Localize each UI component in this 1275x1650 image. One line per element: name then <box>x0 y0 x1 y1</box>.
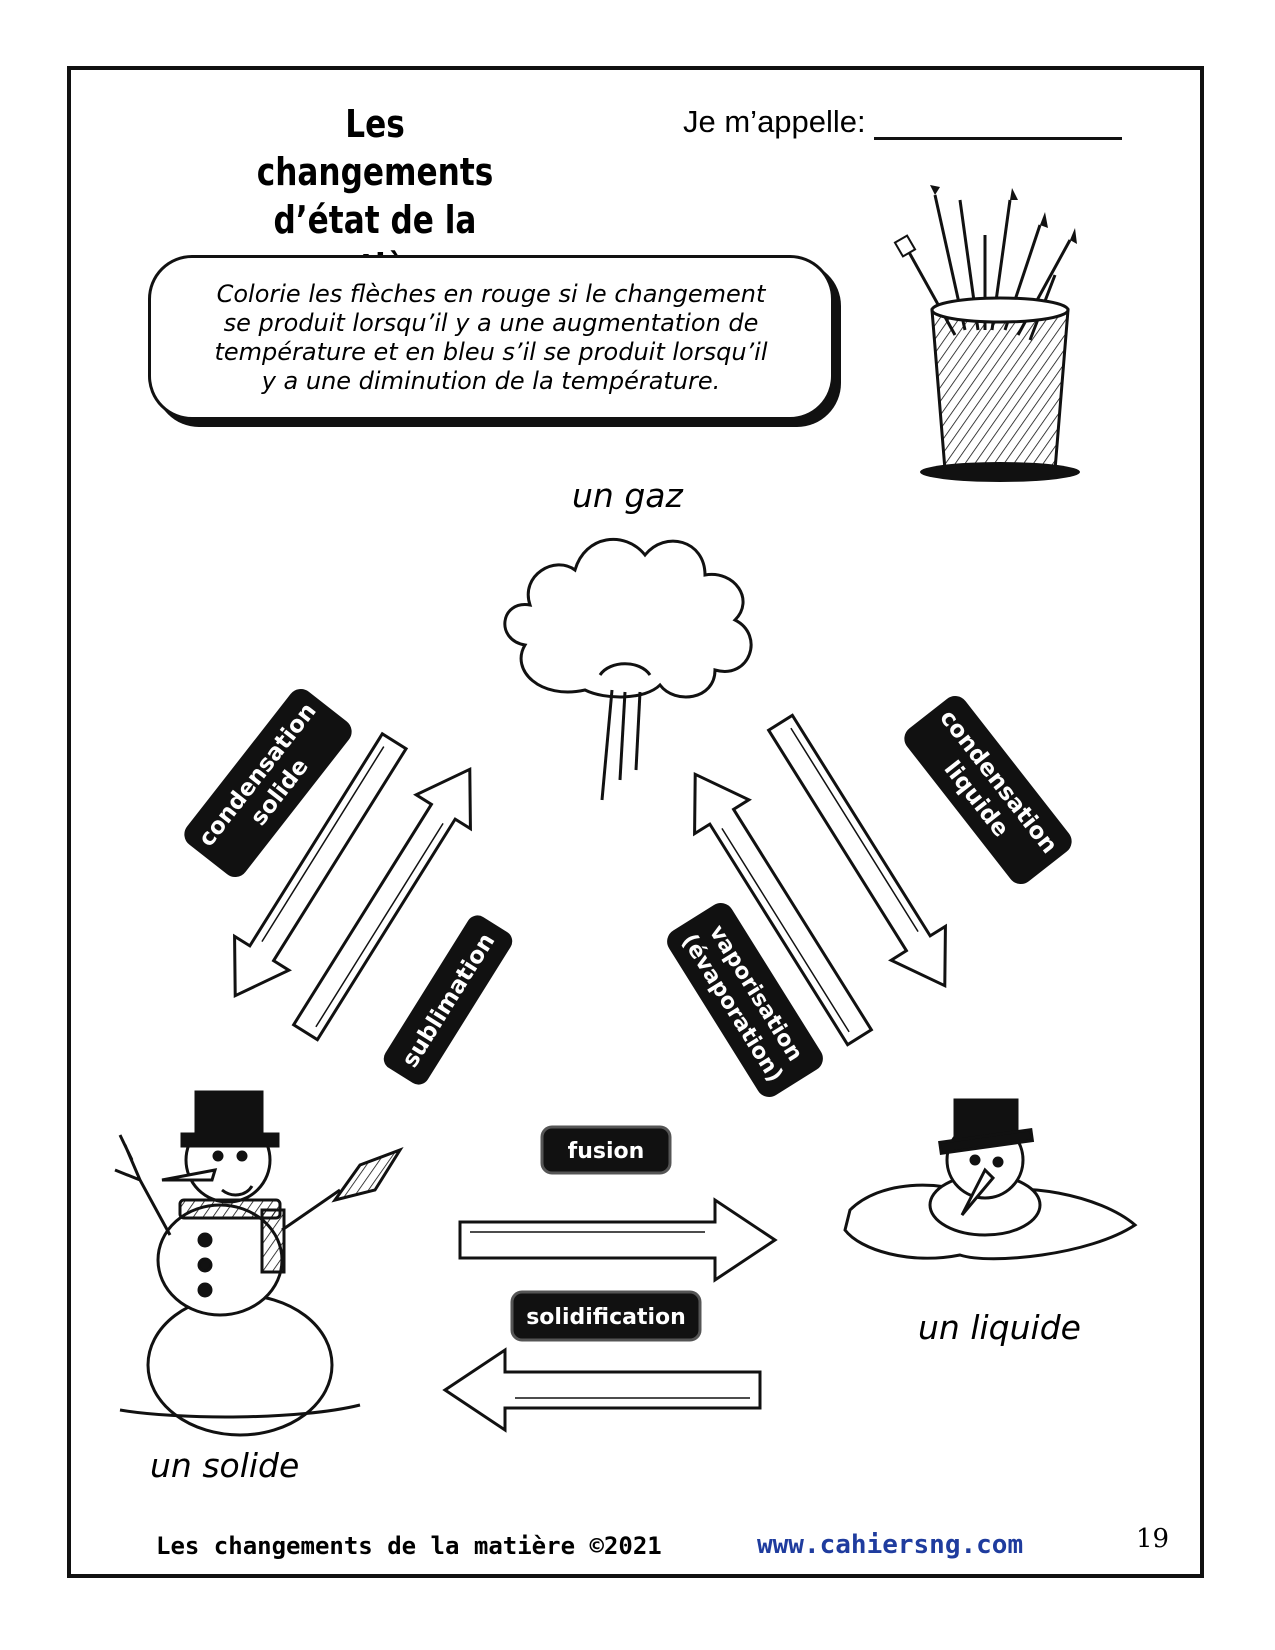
cloud-icon <box>503 538 753 801</box>
page-frame <box>67 66 1204 1578</box>
state-label-liquid: un liquide <box>918 1308 1081 1347</box>
tag-fusion-text: fusion <box>568 1139 645 1164</box>
tag-condensation-liquide: condensation liquide <box>902 694 1074 886</box>
name-field: Je m’appelle: <box>683 104 1122 140</box>
arrow-fusion <box>458 1197 778 1283</box>
page-number: 19 <box>1136 1524 1170 1554</box>
arrow-solidification <box>442 1347 762 1433</box>
tag-solidification-text: solidification <box>526 1305 686 1330</box>
melted-snowman-icon <box>843 1098 1138 1261</box>
footer-url-link[interactable]: www.cahiersng.com <box>757 1530 1024 1560</box>
state-label-solid: un solide <box>150 1446 300 1485</box>
arrow-condensation-liquide <box>766 713 947 989</box>
tag-solidification: solidification <box>510 1290 702 1342</box>
arrow-vaporisation <box>693 771 874 1047</box>
name-label: Je m’appelle: <box>683 104 866 139</box>
tag-sublimation: sublimation <box>381 913 515 1087</box>
pencil-cup-icon <box>893 185 1080 482</box>
name-blank-line[interactable] <box>873 107 1122 140</box>
footer-copyright: Les changements de la matière ©2021 <box>156 1532 662 1560</box>
arrow-condensation-solide <box>233 731 409 999</box>
tag-fusion: fusion <box>540 1125 672 1175</box>
instructions-line-3: température et en bleu s’il se produit l… <box>214 338 768 366</box>
instructions-line-1: Colorie les flèches en rouge si le chang… <box>216 280 766 308</box>
state-label-gas: un gaz <box>572 476 683 515</box>
instructions-line-2: se produit lorsqu’il y a une augmentatio… <box>223 309 759 337</box>
snowman-icon <box>114 1090 404 1437</box>
title-line-1: Les changements <box>256 102 494 194</box>
instructions-line-4: y a une diminution de la température. <box>261 367 721 395</box>
arrow-sublimation <box>291 766 472 1042</box>
instructions-box: Colorie les flèches en rouge si le chang… <box>148 255 834 420</box>
